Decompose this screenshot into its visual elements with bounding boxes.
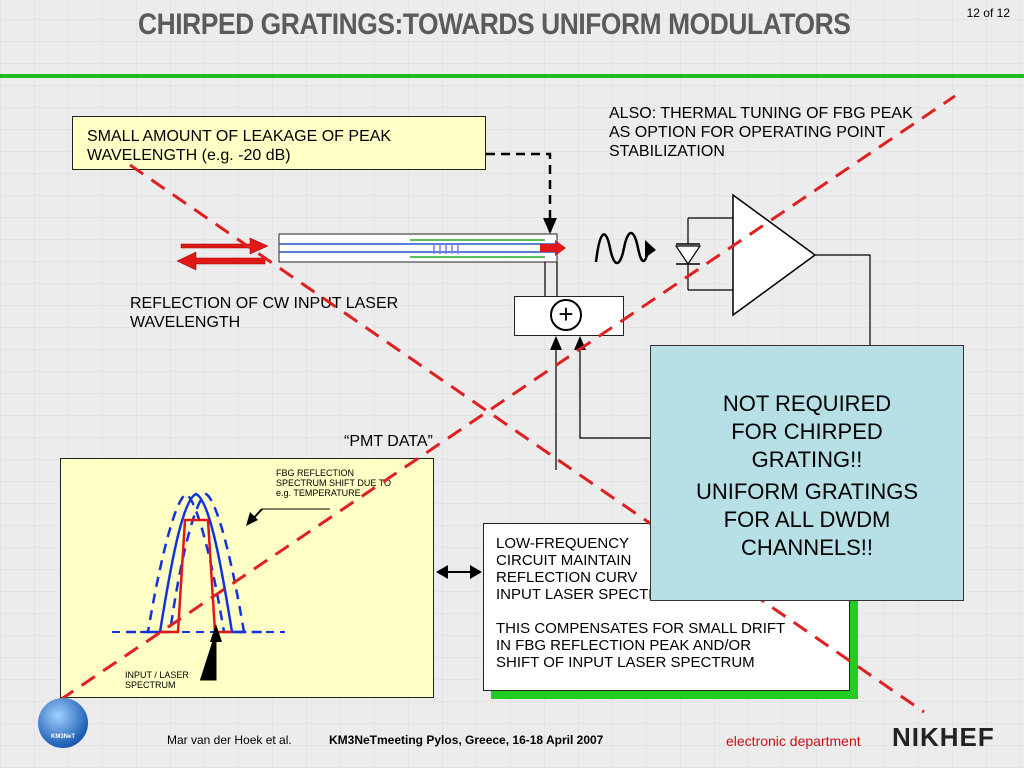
reflection-note: REFLECTION OF CW INPUT LASER WAVELENGTH (130, 294, 398, 332)
note-line: AS OPTION FOR OPERATING POINT (609, 124, 886, 141)
label-line: SPECTRUM SHIFT DUE TO (276, 478, 392, 488)
text-line: THIS COMPENSATES FOR SMALL DRIFT (496, 620, 786, 637)
callout-line: FOR CHIRPED (731, 419, 883, 444)
leakage-note-box: SMALL AMOUNT OF LEAKAGE OF PEAK WAVELENG… (72, 116, 486, 170)
arrow-head-icon (543, 218, 557, 234)
callout-line: FOR ALL DWDM (723, 507, 891, 532)
note-line: STABILIZATION (609, 143, 725, 160)
note-line: WAVELENGTH (130, 314, 241, 331)
note-line: SMALL AMOUNT OF LEAKAGE OF PEAK (87, 128, 392, 145)
footer-author: Mar van der Hoek et al. (167, 733, 292, 747)
strike-line (129, 163, 925, 714)
note-line: REFLECTION OF CW INPUT LASER (130, 295, 399, 312)
label-line: SPECTRUM (125, 680, 176, 690)
text-line: IN FBG REFLECTION PEAK AND/OR (496, 637, 752, 654)
title-rule (0, 74, 1024, 78)
shift-label: FBG REFLECTION SPECTRUM SHIFT DUE TO e.g… (276, 468, 391, 498)
strike-line (59, 94, 956, 702)
laser-arrows-icon (176, 237, 269, 271)
note-line: ALSO: THERMAL TUNING OF FBG PEAK (609, 105, 913, 122)
logo-text: KM3NeT (50, 734, 75, 740)
text-line: CIRCUIT MAINTAIN (496, 552, 632, 569)
photodiode-icon (674, 218, 702, 290)
label-line: INPUT / LASER (125, 670, 189, 680)
slide-title: CHIRPED GRATINGS:TOWARDS UNIFORM MODULAT… (138, 8, 851, 41)
nikhef-logo: NIKHEF (892, 722, 995, 752)
arrow-head-icon (550, 336, 562, 350)
note-line: WAVELENGTH (e.g. -20 dB) (87, 147, 291, 164)
page-number: 12 of 12 (966, 6, 1010, 20)
callout-line: GRATING!! (751, 447, 863, 472)
double-arrow-icon (436, 565, 482, 579)
amplifier-icon (732, 193, 817, 317)
spectrum-diagram (60, 458, 434, 698)
label-line: FBG REFLECTION (276, 468, 355, 478)
text-line: REFLECTION CURV (496, 569, 638, 586)
fiber-grating (278, 233, 566, 263)
text-line: SHIFT OF INPUT LASER SPECTRUM (496, 654, 755, 671)
leak-path (486, 152, 552, 232)
callout-line: UNIFORM GRATINGS (695, 479, 919, 504)
footer-meeting: KM3NeTmeeting Pylos, Greece, 16-18 April… (329, 733, 604, 747)
spectrum-curves (112, 492, 330, 681)
wave-icon (594, 231, 650, 265)
not-required-callout: NOT REQUIRED FOR CHIRPED GRATING!! UNIFO… (650, 345, 964, 601)
laser-label: INPUT / LASER SPECTRUM (125, 670, 189, 690)
summing-node-icon: + (550, 299, 582, 331)
pmt-data-label: “PMT DATA” (344, 433, 433, 450)
text-line: INPUT LASER SPECTRUM (496, 586, 683, 603)
label-line: e.g. TEMPERATURE (276, 488, 361, 498)
text-line: LOW-FREQUENCY (496, 535, 630, 552)
km3net-logo (38, 698, 88, 748)
callout-line: NOT REQUIRED (722, 391, 892, 416)
callout-line: CHANNELS!! (740, 535, 874, 560)
thermal-tuning-note: ALSO: THERMAL TUNING OF FBG PEAK AS OPTI… (609, 104, 913, 161)
footer-department: electronic department (726, 733, 861, 749)
